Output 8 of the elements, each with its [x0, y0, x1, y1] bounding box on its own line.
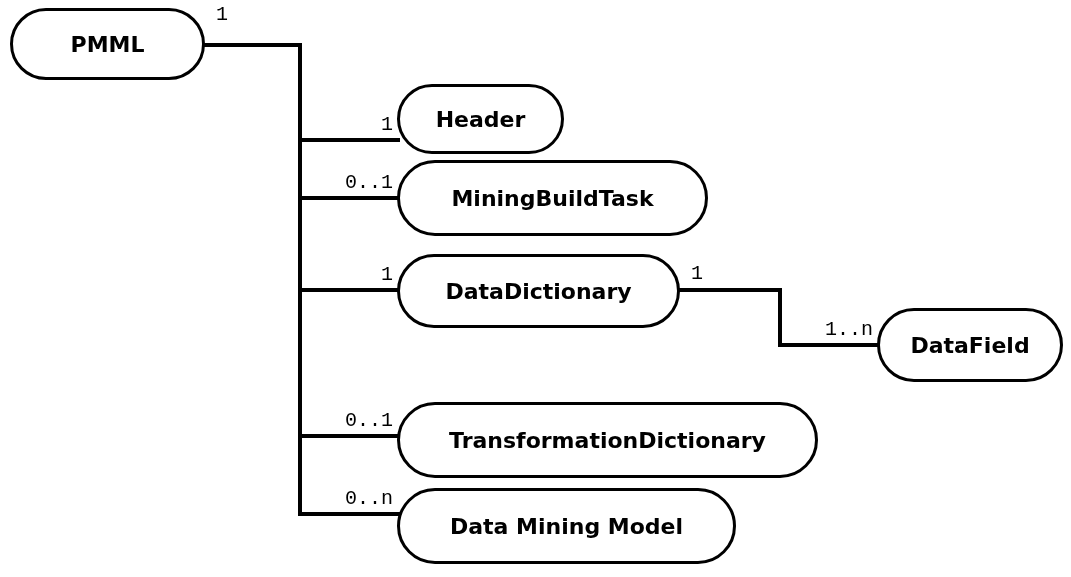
node-label: TransformationDictionary	[449, 427, 766, 453]
node-label: DataDictionary	[445, 278, 632, 304]
node-label: DataField	[910, 332, 1030, 358]
rounded-node	[397, 84, 564, 154]
node-label: Data Mining Model	[449, 513, 684, 539]
node-label: Header	[435, 106, 526, 132]
node-label: PMML	[70, 31, 145, 57]
node-label: MiningBuildTask	[451, 185, 654, 211]
